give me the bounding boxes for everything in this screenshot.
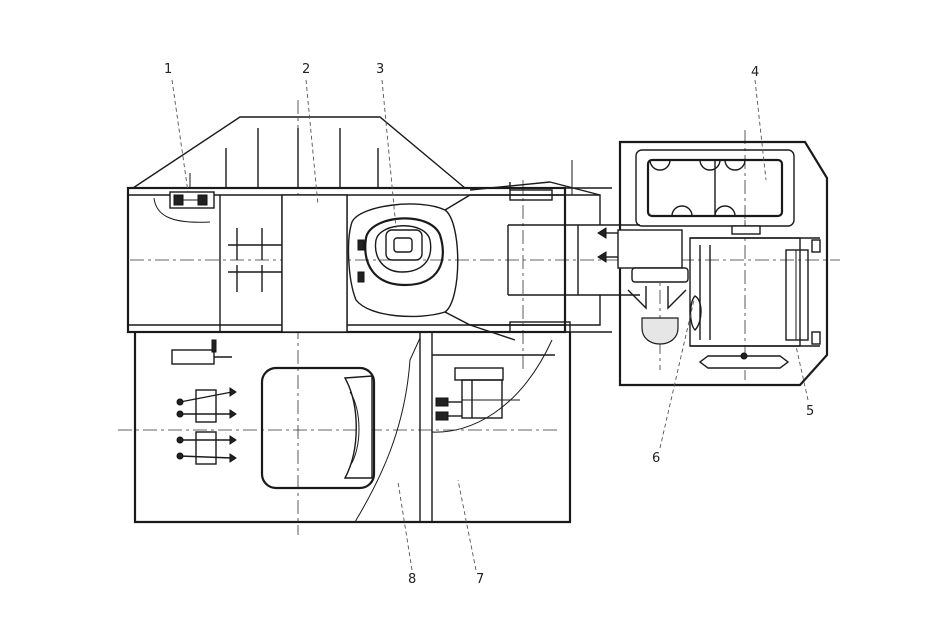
callout-2: 2 <box>302 62 310 77</box>
lower-body <box>133 332 572 524</box>
callout-6: 6 <box>652 451 660 466</box>
callout-7: 7 <box>476 572 484 587</box>
part-1-bracket <box>153 191 215 223</box>
cutting-head <box>597 140 829 387</box>
callout-3: 3 <box>376 62 384 77</box>
callout-5: 5 <box>806 404 814 419</box>
slewing-unit <box>347 203 459 318</box>
callout-1: 1 <box>164 62 172 77</box>
callout-4: 4 <box>751 65 759 80</box>
callout-labels: 1 2 3 4 5 6 7 8 <box>164 62 814 587</box>
left-frame-pegs <box>228 228 282 292</box>
center-lines <box>118 100 840 535</box>
leader-lines <box>171 79 809 571</box>
boom <box>444 160 640 341</box>
callout-8: 8 <box>408 572 416 587</box>
